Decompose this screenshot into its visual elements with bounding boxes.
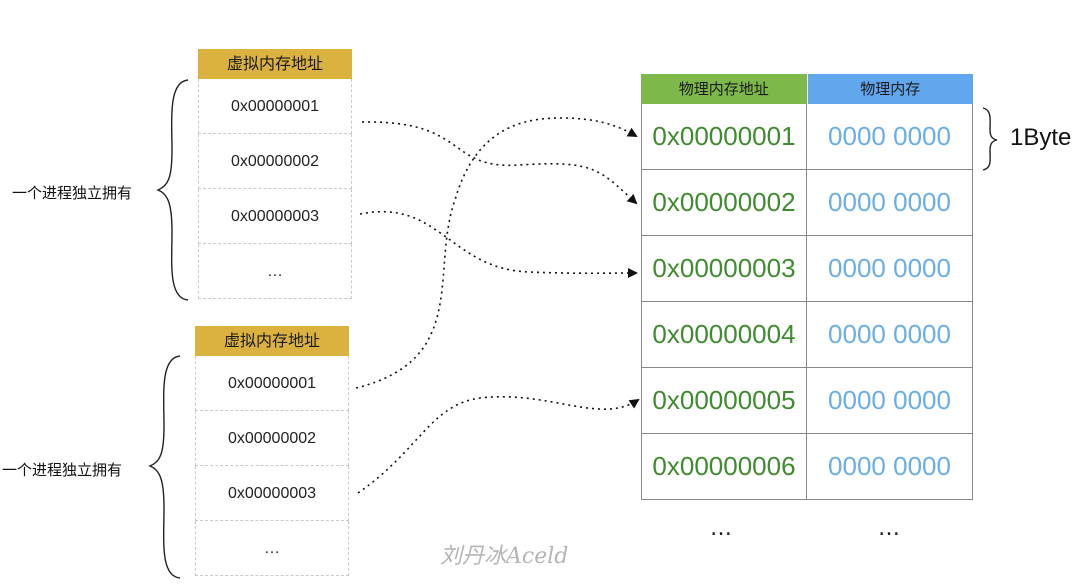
virtual-address-cell: 0x00000003 xyxy=(195,466,349,521)
mapping-arrow xyxy=(357,396,640,494)
physical-address-cell: 0x00000002 xyxy=(641,170,807,235)
virtual-table-process-2: 虚拟内存地址 0x00000001 0x00000002 0x00000003 … xyxy=(195,326,349,576)
virtual-address-cell: 0x00000001 xyxy=(198,79,352,134)
virtual-address-cell: … xyxy=(198,244,352,299)
physical-row: 0x00000005 0000 0000 xyxy=(641,368,973,434)
physical-table-header: 物理内存地址 物理内存 xyxy=(641,74,973,104)
process-label: 一个进程独立拥有 xyxy=(12,184,133,202)
physical-memory-cell: 0000 0000 xyxy=(807,236,973,301)
physical-memory-cell: 0000 0000 xyxy=(807,368,973,433)
physical-address-ellipsis: … xyxy=(710,516,732,541)
virtual-address-cell: 0x00000002 xyxy=(195,411,349,466)
physical-address-cell: 0x00000003 xyxy=(641,236,807,301)
physical-memory-cell: 0000 0000 xyxy=(807,434,973,499)
virtual-address-cell: 0x00000002 xyxy=(198,134,352,189)
physical-row: 0x00000003 0000 0000 xyxy=(641,236,973,302)
mapping-arrow xyxy=(355,117,638,389)
physical-address-cell: 0x00000006 xyxy=(641,434,807,499)
physical-row: 0x00000001 0000 0000 xyxy=(641,104,973,170)
virtual-address-cell: 0x00000003 xyxy=(198,189,352,244)
mapping-arrow xyxy=(359,211,638,279)
process-label: 一个进程独立拥有 xyxy=(2,461,123,479)
physical-row: 0x00000002 0000 0000 xyxy=(641,170,973,236)
physical-memory-cell: 0000 0000 xyxy=(807,170,973,235)
physical-address-cell: 0x00000005 xyxy=(641,368,807,433)
virtual-table-header: 虚拟内存地址 xyxy=(198,49,352,79)
left-brace-icon xyxy=(148,355,181,579)
virtual-table-header: 虚拟内存地址 xyxy=(195,326,349,356)
physical-address-cell: 0x00000004 xyxy=(641,302,807,367)
physical-memory-cell: 0000 0000 xyxy=(807,302,973,367)
physical-memory-cell: 0000 0000 xyxy=(807,104,973,169)
right-brace-icon xyxy=(982,107,998,171)
physical-address-cell: 0x00000001 xyxy=(641,104,807,169)
physical-row: 0x00000004 0000 0000 xyxy=(641,302,973,368)
virtual-address-cell: … xyxy=(195,521,349,576)
byte-size-label: 1Byte xyxy=(1010,124,1072,151)
physical-address-header: 物理内存地址 xyxy=(641,74,807,104)
virtual-address-cell: 0x00000001 xyxy=(195,356,349,411)
physical-memory-ellipsis: … xyxy=(878,516,900,541)
author-watermark: 刘丹冰Aceld xyxy=(440,544,569,569)
physical-memory-table: 物理内存地址 物理内存 0x00000001 0000 0000 0x00000… xyxy=(641,74,973,500)
physical-memory-header: 物理内存 xyxy=(807,74,973,104)
physical-row: 0x00000006 0000 0000 xyxy=(641,434,973,500)
virtual-table-process-1: 虚拟内存地址 0x00000001 0x00000002 0x00000003 … xyxy=(198,49,352,299)
left-brace-icon xyxy=(156,79,189,301)
